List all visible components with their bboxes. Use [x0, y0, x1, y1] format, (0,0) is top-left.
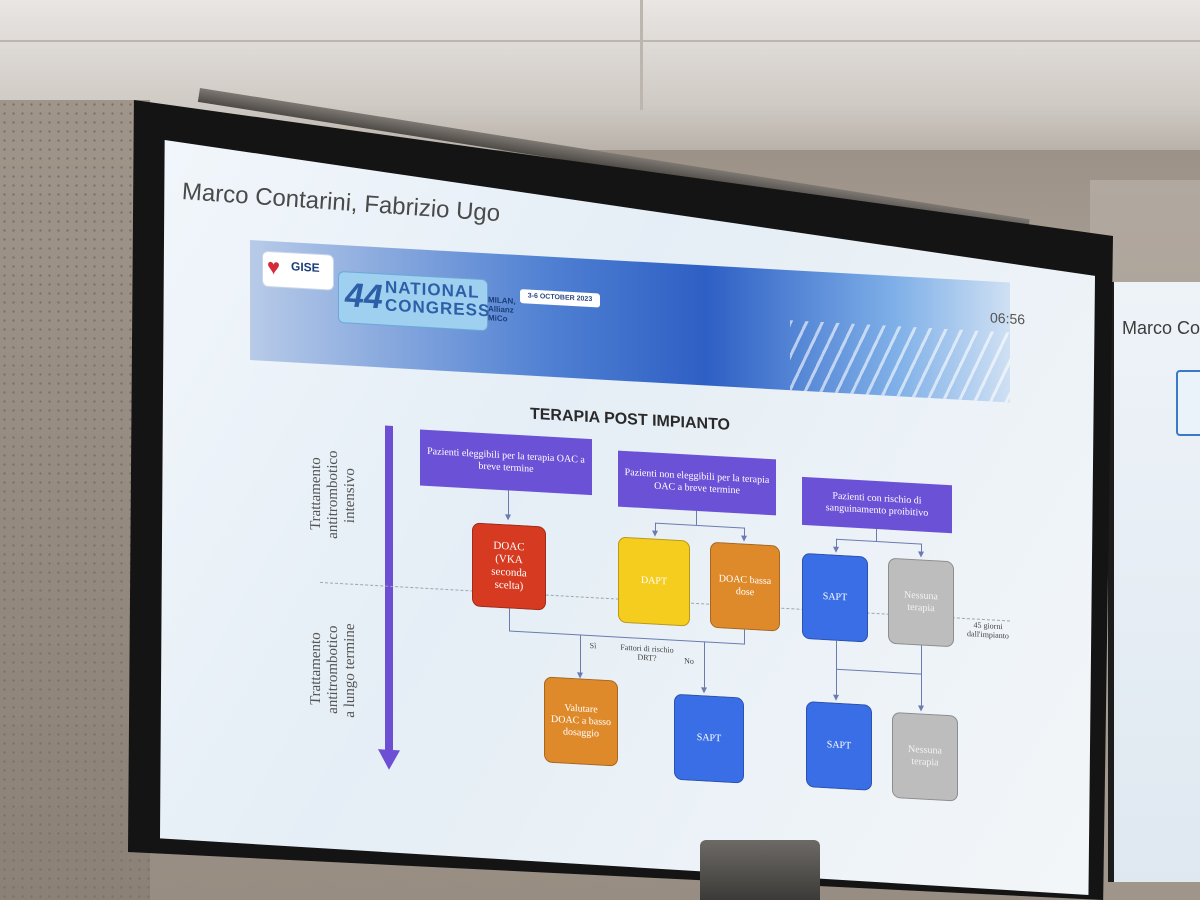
- arrowhead: [652, 530, 658, 537]
- axis-line: Trattamento: [308, 456, 324, 531]
- axis-line: Trattamento: [308, 631, 324, 706]
- box-doac-low-dose: DOAC bassa dose: [710, 541, 780, 632]
- congress-venue: MILAN, Allianz MiCo: [488, 295, 516, 324]
- note-fattori: Fattori di rischio DRT?: [620, 642, 674, 663]
- congress-number: 44: [345, 276, 383, 317]
- connector: [509, 608, 510, 631]
- secondary-presenter-line: Marco Cor: [1122, 318, 1200, 338]
- axis-label-intensive: Trattamento antitrombotico intensivo: [308, 423, 359, 566]
- axis-label-long-term: Trattamento antitrombotico a lungo termi…: [308, 588, 359, 751]
- slide-title: TERAPIA POST IMPIANTO: [529, 405, 730, 434]
- axis-line: antitrombotico: [325, 625, 341, 715]
- acoustic-wall-panel: [0, 100, 150, 900]
- connector: [836, 538, 922, 545]
- arrowhead: [505, 514, 511, 521]
- connector: [655, 522, 745, 529]
- secondary-logo: [1176, 370, 1200, 436]
- arrowhead: [918, 551, 924, 558]
- box-sapt-2: SAPT: [674, 693, 744, 784]
- category-bleeding-risk: Pazienti con rischio di sanguinamento pr…: [802, 476, 952, 534]
- box-sapt-1: SAPT: [802, 552, 868, 643]
- ceiling-seam: [640, 0, 643, 110]
- arrowhead: [741, 535, 747, 542]
- gise-logo-text: GISE: [291, 259, 320, 275]
- audience-silhouette: [700, 840, 820, 900]
- timeline-arrowhead: [378, 749, 400, 771]
- connector: [876, 528, 877, 542]
- timeline-arrow: [385, 425, 393, 756]
- arrowhead: [701, 687, 707, 694]
- category-oac-not-eligible: Pazienti non eleggibili per la terapia O…: [618, 450, 776, 516]
- box-no-therapy-1: Nessuna terapia: [888, 557, 954, 648]
- connector: [508, 490, 509, 517]
- box-sapt-3: SAPT: [806, 701, 872, 791]
- congress-dates: 3-6 OCTOBER 2023: [520, 289, 600, 308]
- arrowhead: [918, 705, 924, 712]
- connector: [704, 641, 705, 690]
- heart-icon: ♥: [267, 253, 281, 280]
- gise-logo: ♥ GISE: [262, 250, 334, 291]
- arrowhead: [833, 694, 839, 701]
- connector: [580, 634, 581, 675]
- note-45-days: 45 giorni dall'impianto: [967, 620, 1009, 641]
- box-doac-vka: DOAC (VKA seconda scelta): [472, 522, 546, 611]
- congress-badge: 44 NATIONAL CONGRESS: [338, 270, 490, 332]
- connector: [836, 668, 922, 675]
- ceiling-seam: [0, 40, 1200, 42]
- banner-decoration: [790, 320, 1010, 403]
- box-dapt: DAPT: [618, 536, 690, 627]
- slide-clock: 06:56: [990, 309, 1026, 328]
- note-no: No: [684, 656, 694, 666]
- connector: [921, 645, 922, 708]
- axis-line: antitrombotico: [325, 450, 341, 540]
- slide: ♥ GISE 44 NATIONAL CONGRESS MILAN, Allia…: [250, 240, 1025, 882]
- connector: [744, 629, 745, 644]
- box-no-therapy-2: Nessuna terapia: [892, 711, 958, 802]
- note-si: Sì: [589, 640, 597, 651]
- axis-line: a lungo termine: [342, 623, 358, 719]
- box-valutare-doac: Valutare DOAC a basso dosaggio: [544, 676, 618, 767]
- connector: [696, 510, 697, 525]
- category-oac-eligible: Pazienti eleggibili per la terapia OAC a…: [420, 429, 592, 496]
- axis-line: intensivo: [342, 467, 358, 524]
- arrowhead: [833, 546, 839, 553]
